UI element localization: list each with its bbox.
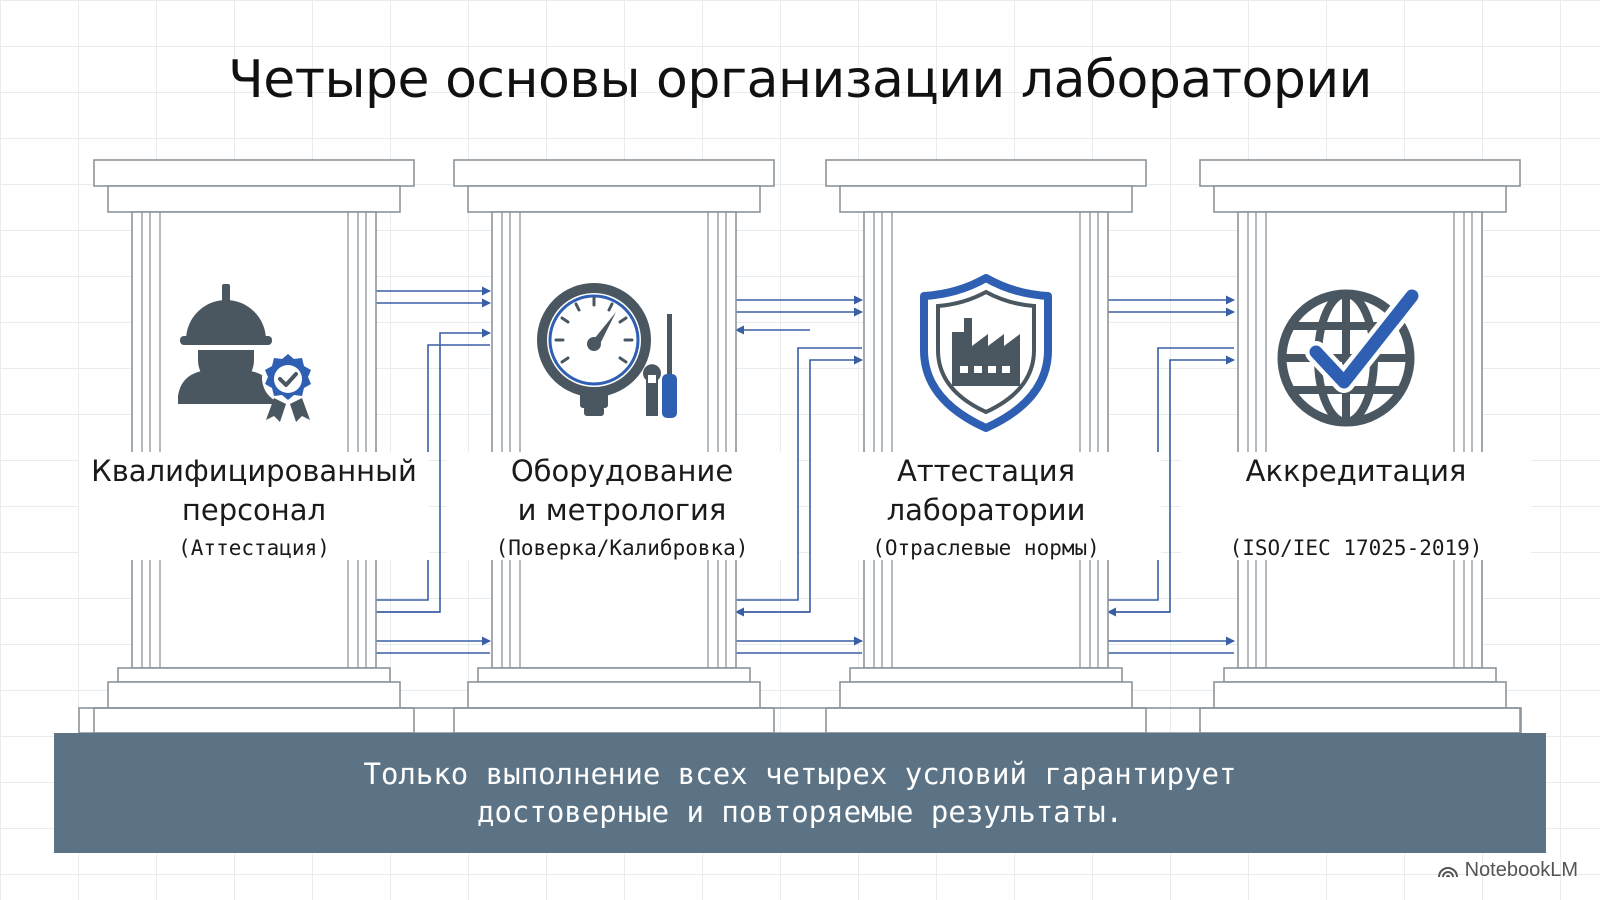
watermark-text: NotebookLM [1464, 859, 1578, 881]
pillar-name: Аккредитация [1245, 454, 1467, 488]
pillar-2-base-step-1 [477, 667, 751, 683]
pressure-gauge-tools-icon [537, 283, 677, 418]
notebooklm-watermark: NotebookLM [1437, 859, 1578, 882]
pillar-subtitle: (ISO/IEC 17025-2019) [1229, 536, 1483, 560]
pillar-name: Аттестация лаборатории [886, 454, 1086, 527]
pillar-2-capital-top [453, 159, 775, 187]
shield-factory-icon [920, 274, 1052, 432]
connector-arrows [249, 286, 1365, 730]
pillar-label-2: Оборудование и метрология (Поверка/Калиб… [447, 452, 797, 560]
pillar-1-capital-top [93, 159, 415, 187]
pillar-subtitle: (Аттестация) [178, 536, 330, 560]
pillar-1-shaft [131, 211, 377, 669]
pillar-subtitle: (Отраслевые нормы) [872, 536, 1100, 560]
arrow-loop-2-3-b [734, 347, 862, 601]
conclusion-text: Только выполнение всех четырех условий г… [363, 757, 1237, 829]
notebooklm-logo-icon [1437, 866, 1458, 877]
pillar-4-plinth [1199, 707, 1521, 734]
conclusion-banner: Только выполнение всех четырех условий г… [54, 733, 1546, 853]
pillar-name: Оборудование и метрология [510, 454, 734, 527]
pillar-label-3: Аттестация лаборатории (Отраслевые нормы… [811, 452, 1161, 560]
page-title: Четыре основы организации лаборатории [228, 50, 1372, 110]
pillar-2-plinth [453, 707, 775, 734]
pillar-1-capital-bottom [107, 185, 401, 213]
pillar-label-1: Квалифицированный персонал (Аттестация) [79, 452, 429, 560]
pillar-3-base-step-1 [849, 667, 1123, 683]
pillar-3-capital-top [825, 159, 1147, 187]
globe-check-icon [1277, 285, 1423, 427]
pillar-4-base-step-1 [1223, 667, 1497, 683]
worker-certified-icon [178, 284, 314, 422]
pillar-2-base-step-2 [467, 681, 761, 709]
pillar-4-capital-bottom [1213, 185, 1507, 213]
pillar-4-shaft [1237, 211, 1483, 669]
pillar-2-capital-bottom [467, 185, 761, 213]
pillar-label-4: Аккредитация (ISO/IEC 17025-2019) [1181, 452, 1531, 560]
pillar-subtitle: (Поверка/Калибровка) [495, 536, 749, 560]
pillar-3-capital-bottom [839, 185, 1133, 213]
pillar-3-base-step-2 [839, 681, 1133, 709]
pillar-1-base-step-2 [107, 681, 401, 709]
pillar-name: Квалифицированный персонал [91, 454, 417, 527]
pillar-1-plinth [93, 707, 415, 734]
pillar-4-capital-top [1199, 159, 1521, 187]
pillar-3-plinth [825, 707, 1147, 734]
pillar-1-base-step-1 [117, 667, 391, 683]
pillar-4-base-step-2 [1213, 681, 1507, 709]
